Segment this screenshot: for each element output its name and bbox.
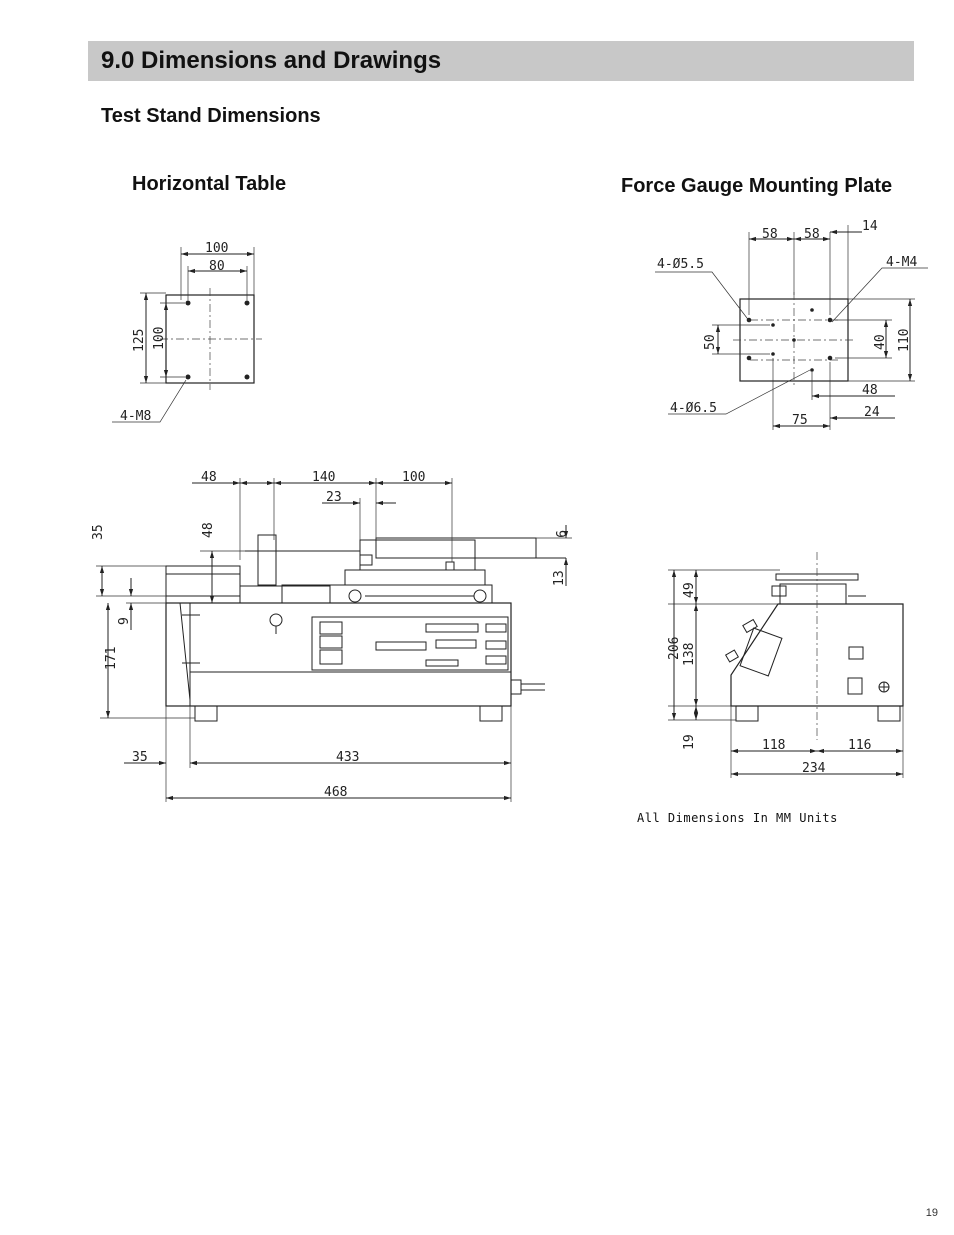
mounting-plate-drawing: 58 58 14 4-Ø5.5 4-M4 4-Ø6.5 50 40 110 48…	[655, 219, 928, 430]
side-view-drawing: 48 140 100 23 9 13 35 48 9 171 35	[91, 470, 572, 802]
dim-4-m8: 4-M8	[120, 409, 151, 424]
dim-end-138: 138	[682, 643, 697, 666]
dim-4-m4: 4-M4	[886, 255, 917, 270]
dim-4-d65: 4-Ø6.5	[670, 401, 717, 416]
dim-end-234: 234	[802, 761, 826, 776]
dim-4-d55: 4-Ø5.5	[657, 257, 704, 272]
dim-side-23: 23	[326, 490, 342, 505]
dim-100-vert: 100	[152, 327, 167, 350]
dim-side-433: 433	[336, 750, 359, 765]
end-view-drawing: 206 49 138 19 118 116 234	[667, 552, 904, 778]
dim-side-9a: 9	[552, 530, 567, 538]
dim-end-49: 49	[682, 582, 697, 598]
dim-75: 75	[792, 413, 808, 428]
dim-end-206: 206	[667, 637, 682, 660]
horizontal-table-drawing: 100 80 125 100 4-M8	[112, 241, 262, 424]
dim-110: 110	[897, 329, 912, 352]
dim-side-9b: 9	[117, 617, 132, 625]
dim-side-35v: 35	[91, 524, 106, 540]
dim-side-468: 468	[324, 785, 347, 800]
dim-side-48: 48	[201, 470, 217, 485]
dim-end-116: 116	[848, 738, 871, 753]
dim-side-35h: 35	[132, 750, 148, 765]
dim-end-118: 118	[762, 738, 785, 753]
dim-80: 80	[209, 259, 225, 274]
dim-58-b: 58	[804, 227, 820, 242]
dim-side-48v: 48	[201, 522, 216, 538]
dim-48: 48	[862, 383, 878, 398]
dim-14: 14	[862, 219, 878, 234]
mounting-plate-subtitle: Force Gauge Mounting Plate	[621, 175, 893, 197]
dim-end-19: 19	[682, 734, 697, 750]
dim-40: 40	[873, 334, 888, 350]
section-header: 9.0 Dimensions and Drawings	[88, 41, 914, 81]
main-subtitle: Test Stand Dimensions	[101, 105, 321, 127]
dim-side-140: 140	[312, 470, 335, 485]
dim-50: 50	[703, 334, 718, 350]
dim-side-100: 100	[402, 470, 425, 485]
units-note: All Dimensions In MM Units	[637, 811, 838, 825]
dim-125: 125	[132, 329, 147, 352]
dim-side-171: 171	[104, 647, 119, 670]
dim-58-a: 58	[762, 227, 778, 242]
dim-24: 24	[864, 405, 880, 420]
horizontal-table-subtitle: Horizontal Table	[132, 173, 287, 195]
dim-side-13: 13	[552, 570, 567, 586]
dim-100: 100	[205, 241, 228, 256]
page-number: 19	[925, 1207, 938, 1219]
